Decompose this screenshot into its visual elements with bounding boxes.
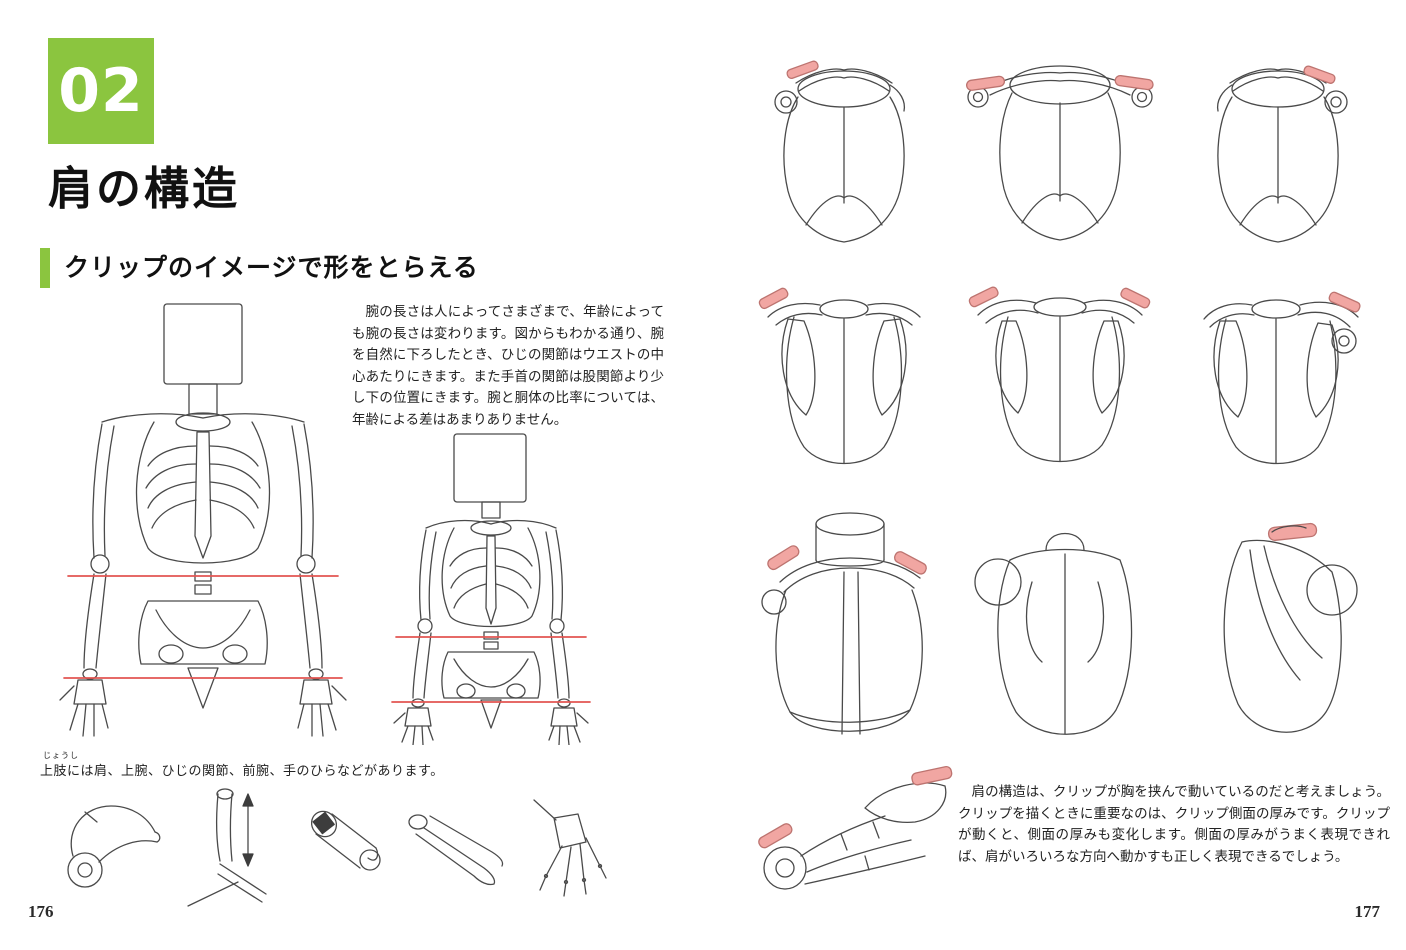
clavicle-highlight [1114, 74, 1154, 91]
scapula-highlight [1328, 291, 1361, 313]
scapula-highlight [968, 286, 999, 308]
page-number-right: 177 [1354, 902, 1381, 921]
torso-back-sketch-3 [1203, 291, 1361, 465]
torso-back-sketch-1 [758, 287, 921, 465]
adult-skeleton-figure [59, 303, 347, 737]
torso-back-sketch-2 [968, 286, 1151, 463]
clip-highlight [893, 551, 927, 575]
left-body-paragraph: 腕の長さは人によってさまざまで、年齢によっても腕の長さは変わります。図からもわか… [352, 304, 664, 428]
clip-highlight [758, 823, 793, 849]
child-skeleton-figure [391, 433, 591, 745]
clavicle-highlight [1303, 65, 1336, 84]
right-body-paragraph: 肩の構造は、クリップが胸を挟んで動いているのだと考えましょう。クリップを描くとき… [958, 784, 1390, 865]
torso-front-sketch-1 [774, 60, 906, 243]
torso-volume-sketch-3 [1223, 522, 1358, 733]
upper-arm-cylinder-sketch [310, 810, 381, 871]
arm-rotation-arrow-sketch [187, 788, 267, 907]
clip-highlight [767, 545, 800, 571]
clip-wire-sketch [67, 805, 161, 888]
clip-highlight [911, 765, 953, 786]
clavicle-highlight [786, 60, 819, 79]
shoulder-clip-structure-sketch [758, 765, 953, 890]
forearm-bones-sketch [408, 814, 504, 886]
scapula-highlight [758, 287, 789, 310]
chapter-number: 02 [58, 56, 144, 126]
page-number-left: 176 [28, 902, 54, 921]
caption-furigana: じょうし [43, 751, 79, 760]
chapter-number-box: 02 [48, 38, 154, 144]
section-heading: クリップのイメージで形をとらえる [40, 248, 479, 288]
clavicle-highlight [965, 75, 1006, 91]
torso-front-sketch-2 [965, 65, 1154, 241]
scapula-highlight [1120, 287, 1151, 309]
page-title: 肩の構造 [48, 162, 241, 215]
left-caption: 上肢には肩、上腕、ひじの関節、前腕、手のひらなどがあります。 [40, 764, 444, 779]
torso-volume-sketch-2 [974, 532, 1133, 735]
torso-front-sketch-3 [1216, 65, 1348, 243]
hand-skeleton-sketch [533, 799, 607, 897]
torso-volume-sketch-1 [761, 512, 927, 735]
